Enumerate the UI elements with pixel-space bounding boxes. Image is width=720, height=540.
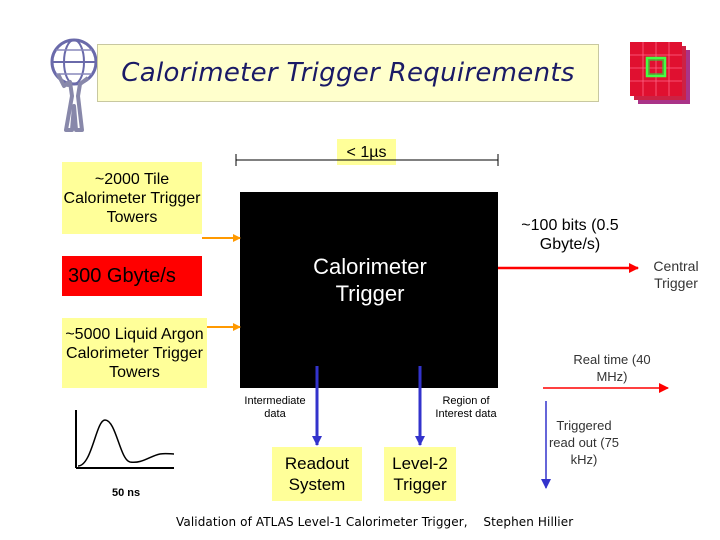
calorimeter-trigger-block [240, 192, 498, 388]
calorimeter-grid-logo-icon [630, 42, 690, 104]
latency-label: < 1µs [346, 143, 387, 161]
pulse-shape-icon [75, 410, 175, 469]
real-time-label: Real time (40 MHz) [573, 352, 651, 384]
input-rate-label: 300 Gbyte/s [68, 264, 176, 287]
central-trigger-label: Central Trigger [653, 258, 699, 291]
calorimeter-trigger-label: Calorimeter Trigger [313, 254, 427, 306]
latency-box: < 1µs [337, 139, 396, 165]
title-banner: Calorimeter Trigger Requirements [97, 44, 599, 102]
output-bits-label: ~100 bits (0.5 Gbyte/s) [521, 217, 619, 253]
readout-system-label: Readout System [284, 454, 350, 494]
atlas-figure-logo-icon [50, 38, 98, 132]
lar-towers-label: ~5000 Liquid Argon Calorimeter Trigger T… [65, 325, 204, 381]
slide-title: Calorimeter Trigger Requirements [121, 58, 575, 88]
level2-label: Level-2 Trigger [392, 454, 448, 494]
input-rate-box: 300 Gbyte/s [62, 256, 202, 296]
tile-towers-label: ~2000 Tile Calorimeter Trigger Towers [63, 170, 201, 226]
level2-box: Level-2 Trigger [384, 447, 456, 501]
calorimeter-trigger-label-wrap: Calorimeter Trigger [290, 250, 450, 310]
tile-towers-box: ~2000 Tile Calorimeter Trigger Towers [62, 162, 202, 234]
readout-system-box: Readout System [272, 447, 362, 501]
footer-text: Validation of ATLAS Level-1 Calorimeter … [176, 515, 574, 529]
triggered-readout-label: Triggered read out (75 kHz) [548, 418, 620, 467]
intermediate-data-label: Intermediate data [244, 395, 306, 420]
roi-data-label: Region of Interest data [435, 395, 497, 420]
lar-towers-box: ~5000 Liquid Argon Calorimeter Trigger T… [62, 318, 207, 388]
pulse-width-label: 50 ns [112, 487, 141, 499]
